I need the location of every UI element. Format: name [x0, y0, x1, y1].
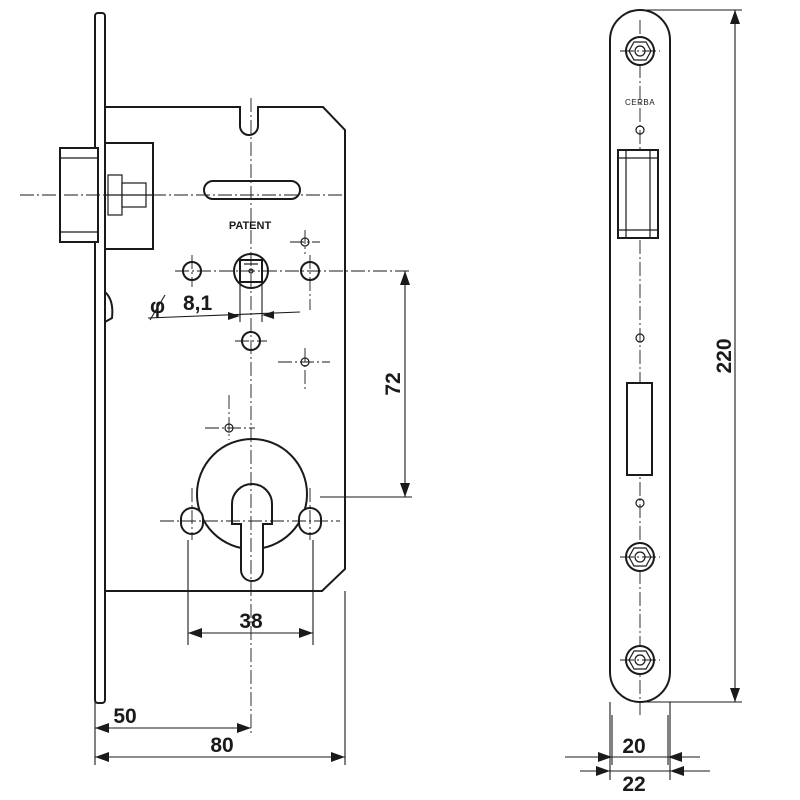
distance-72-label: 72: [382, 372, 405, 395]
small-screw: [635, 125, 645, 135]
latch-opening: [617, 149, 659, 239]
small-screw: [635, 333, 645, 343]
backset-50-dimension: [94, 700, 251, 765]
bottom-mounting-hole: [620, 645, 660, 675]
bolt-opening: [626, 382, 653, 476]
patent-label: PATENT: [229, 220, 272, 232]
depth-80-dimension: [95, 591, 346, 765]
faceplate-screw-bump: [104, 291, 114, 323]
distance-72-dimension: [320, 271, 412, 498]
side-view: PATENT: [20, 12, 412, 765]
spindle-diameter-label: 8,1: [183, 292, 213, 315]
front-view: CERBA: [565, 9, 742, 796]
latch-slot: [203, 180, 301, 200]
side-faceplate: [94, 12, 106, 704]
faceplate-width-label: 22: [622, 773, 645, 796]
cylinder-cutout: [196, 438, 308, 582]
distance-38-label: 38: [239, 610, 263, 633]
spindle-dimension: [147, 282, 301, 322]
height-220-dimension: [645, 9, 742, 703]
middle-mounting-hole: [620, 542, 660, 572]
brand-label: CERBA: [625, 98, 655, 107]
distance-38-dimension: [187, 540, 314, 645]
body-width-label: 20: [622, 735, 645, 758]
spindle-symbol: φ: [150, 295, 165, 318]
width-dimensions: [565, 702, 710, 780]
backset-50-label: 50: [113, 705, 136, 728]
latch-bolt: [59, 142, 154, 250]
top-mounting-hole: [620, 36, 660, 66]
small-screw: [635, 498, 645, 508]
height-220-label: 220: [713, 338, 736, 373]
depth-80-label: 80: [210, 734, 233, 757]
